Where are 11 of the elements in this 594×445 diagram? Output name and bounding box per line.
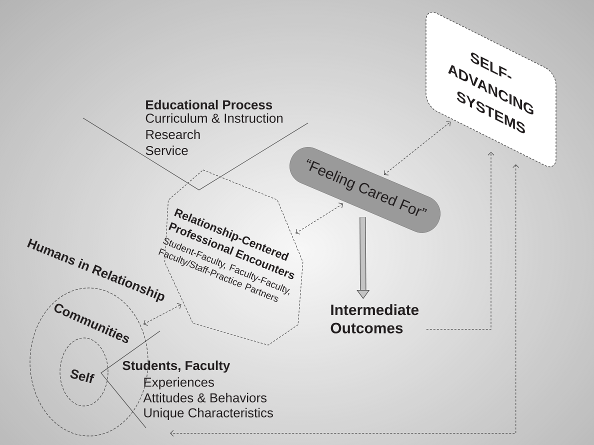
text-label: Intermediate Outcomes — [330, 304, 419, 334]
block-arrow — [356, 217, 370, 299]
group-heading: Educational Process — [146, 100, 272, 110]
list-item: Service — [146, 146, 188, 156]
double-headed-arrow — [143, 303, 182, 326]
double-headed-arrow — [170, 164, 520, 437]
list-item: Curriculum & Instruction — [146, 113, 283, 123]
double-headed-arrow — [296, 202, 344, 234]
list-item: Research — [146, 130, 200, 140]
arrow — [426, 152, 494, 330]
double-headed-arrow — [384, 121, 451, 176]
